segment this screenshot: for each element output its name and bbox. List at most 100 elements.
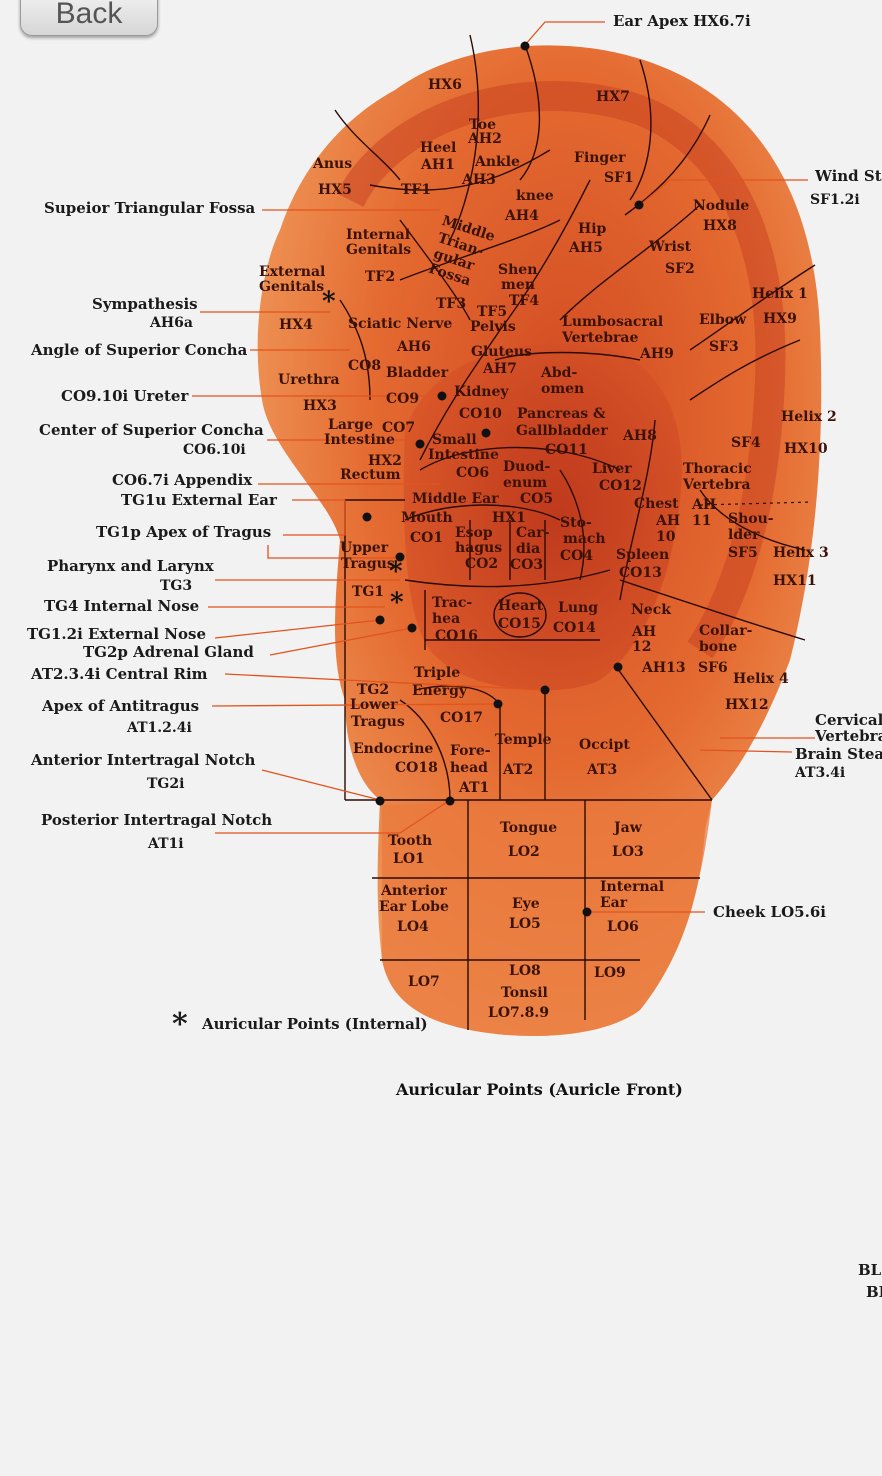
point-ah10-a: AH [656, 513, 681, 529]
label-central-rim: AT2.3.4i Central Rim [31, 665, 208, 683]
point-internal: Internal [346, 227, 411, 243]
point-star-sympathesis: * [322, 287, 336, 317]
point-co3: CO3 [510, 557, 544, 573]
point-hx12: HX12 [725, 697, 769, 713]
label-brain-stem: Brain Stea [795, 745, 882, 763]
point-ah4: AH4 [505, 208, 539, 224]
point-lo6: LO6 [607, 919, 639, 935]
point-genitals: Genitals [346, 242, 412, 258]
point-co4: CO4 [560, 548, 594, 564]
point-esop: Esop [455, 525, 493, 541]
point-wrist: Wrist [649, 239, 692, 255]
point-fore: Fore- [450, 743, 491, 759]
point-men: men [501, 277, 535, 293]
point-bladder: Bladder [386, 365, 449, 381]
concha-shape [403, 343, 682, 691]
back-button[interactable]: Back [20, 0, 158, 36]
point-sto: Sto- [560, 515, 592, 531]
point-nodule: Nodule [693, 198, 750, 214]
point-ah5: AH5 [569, 240, 603, 256]
point-ah2: AH2 [468, 131, 502, 147]
point-hx4: HX4 [279, 317, 313, 333]
point-hx8: HX8 [703, 218, 737, 234]
point-thoracic: Thoracic [683, 461, 752, 477]
point-sf6: SF6 [698, 660, 728, 676]
point-lo789: LO7.8.9 [488, 1005, 550, 1021]
point-anterior: Anterior [381, 883, 447, 899]
label-wind-stream: Wind St [815, 167, 882, 185]
label-ear-apex: Ear Apex HX6.7i [613, 12, 751, 30]
point-vertebra: Vertebra [683, 477, 751, 493]
point-ankle: Ankle [475, 154, 520, 170]
point-co11: CO11 [545, 442, 588, 458]
point-triple: Triple [414, 665, 461, 681]
point-tragus-upper: Tragus [341, 556, 395, 572]
label-at124i: AT1.2.4i [127, 720, 192, 736]
point-eye: Eye [512, 896, 540, 912]
point-hx9: HX9 [763, 311, 797, 327]
label-external-ear: TG1u External Ear [121, 491, 277, 509]
point-helix1: Helix 1 [752, 286, 808, 302]
label-vertebra: Vertebra [815, 727, 882, 745]
label-tg3: TG3 [160, 578, 193, 594]
label-cheek: Cheek LO5.6i [713, 903, 826, 921]
label-internal-nose: TG4 Internal Nose [44, 597, 200, 615]
label-superior-triangular-fossa: Supeior Triangular Fossa [44, 199, 256, 217]
label-tg2i: TG2i [147, 776, 185, 792]
point-tooth: Tooth [388, 833, 433, 849]
point-kidney: Kidney [454, 384, 509, 400]
point-bone: bone [699, 639, 738, 655]
point-hx1: HX1 [492, 510, 526, 526]
point-co6: CO6 [456, 465, 490, 481]
point-helix3: Helix 3 [773, 545, 829, 561]
point-heel: Heel [420, 140, 457, 156]
point-vertebrae: Vertebrae [562, 330, 639, 346]
point-sf4: SF4 [731, 435, 761, 451]
point-tonsil: Tonsil [501, 985, 548, 1001]
point-tg2: TG2 [357, 682, 390, 698]
point-co7: CO7 [382, 420, 416, 436]
label-ureter: CO9.10i Ureter [61, 387, 189, 405]
diagram-caption: Auricular Points (Auricle Front) [396, 1080, 683, 1099]
point-ah7: AH7 [483, 361, 517, 377]
label-co610i: CO6.10i [183, 442, 246, 458]
point-temple: Temple [495, 732, 552, 748]
label-apex-of-antitragus: Apex of Antitragus [42, 697, 200, 715]
label-apex-of-tragus: TG1p Apex of Tragus [96, 523, 272, 541]
point-spleen: Spleen [616, 547, 670, 563]
point-star-tragus: * [389, 557, 403, 587]
point-duod: Duod- [503, 459, 551, 475]
point-hx11: HX11 [773, 573, 817, 589]
point-sf3: SF3 [709, 339, 739, 355]
point-dia: dia [516, 541, 541, 557]
point-hx10: HX10 [784, 441, 828, 457]
point-star-internal-nose: * [390, 588, 404, 618]
point-co9: CO9 [386, 391, 420, 407]
point-lower: Lower [350, 697, 398, 713]
point-co18: CO18 [395, 760, 438, 776]
point-ear: Ear [600, 895, 628, 911]
label-angle-superior-concha: Angle of Superior Concha [31, 341, 248, 359]
point-hx3: HX3 [303, 398, 337, 414]
label-bl-1: BL [858, 1261, 882, 1279]
point-jaw: Jaw [614, 820, 642, 836]
point-elbow: Elbow [699, 312, 747, 328]
point-at2: AT2 [503, 762, 534, 778]
legend-text: Auricular Points (Internal) [202, 1015, 428, 1033]
point-at1: AT1 [459, 780, 490, 796]
label-sympathesis: Sympathesis [92, 295, 198, 313]
point-urethra: Urethra [278, 372, 340, 388]
point-ear-lobe: Ear Lobe [379, 899, 449, 915]
point-energy: Energy [412, 683, 468, 699]
point-ah12-b: 12 [632, 639, 652, 655]
point-hx7: HX7 [596, 89, 630, 105]
point-middle-ear: Middle Ear [412, 491, 499, 507]
point-ah9: AH9 [640, 346, 674, 362]
point-head: head [450, 760, 488, 776]
point-car: Car- [516, 525, 550, 541]
point-pelvis: Pelvis [470, 319, 516, 335]
point-lo7: LO7 [408, 974, 440, 990]
point-occipt: Occipt [579, 737, 630, 753]
point-tf3: TF3 [436, 296, 467, 312]
point-tg1: TG1 [352, 584, 385, 600]
